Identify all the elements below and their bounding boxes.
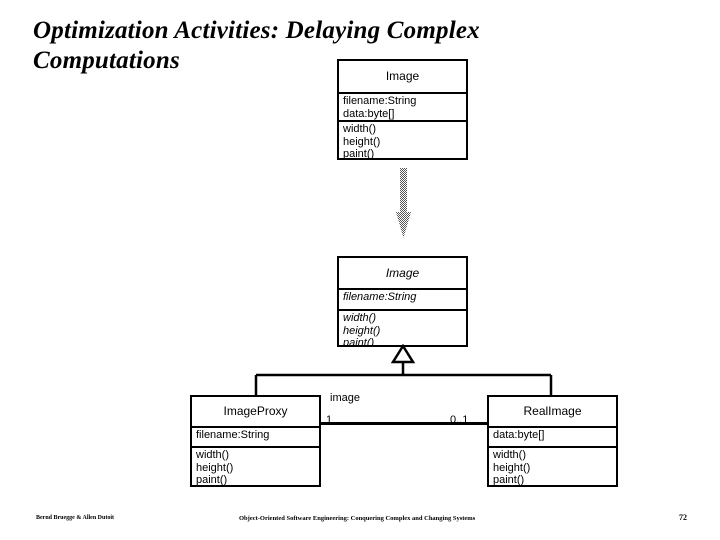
down-arrow-icon <box>396 168 411 238</box>
uml-operations-compartment: width() height() paint() <box>339 120 466 158</box>
association-role-name: image <box>330 392 360 404</box>
uml-class-name: RealImage <box>523 404 582 419</box>
uml-class-image-abstract[interactable]: Image filename:String width() height() p… <box>337 256 468 347</box>
association-multiplicity-source: 1 <box>326 414 333 426</box>
hollow-triangle-icon <box>254 344 553 396</box>
uml-operations-compartment: width() height() paint() <box>192 446 319 487</box>
uml-operation: paint() <box>493 474 525 486</box>
uml-operation: width() <box>196 449 230 461</box>
uml-operation: paint() <box>343 337 375 347</box>
footer-book-title: Object-Oriented Software Engineering: Co… <box>239 515 476 522</box>
uml-class-name: ImageProxy <box>223 404 288 419</box>
association-multiplicity-target: 0..1 <box>450 414 469 426</box>
uml-operation: height() <box>343 324 381 337</box>
uml-operations-compartment: width() height() paint() <box>489 446 616 487</box>
uml-class-name: Image <box>385 69 420 84</box>
uml-operation: width() <box>343 123 377 135</box>
footer-authors: Bernd Bruegge & Allen Dutoit <box>36 515 114 521</box>
uml-class-realimage[interactable]: RealImage data:byte[] width() height() p… <box>487 395 618 487</box>
uml-operation: height() <box>343 135 381 148</box>
uml-attribute: filename:String <box>343 291 417 303</box>
uml-attribute: data:byte[] <box>343 107 395 120</box>
uml-attributes-compartment: data:byte[] <box>489 426 616 446</box>
uml-operation: height() <box>493 461 531 474</box>
uml-class-name: Image <box>385 265 420 280</box>
uml-operation: paint() <box>196 474 228 486</box>
uml-attributes-compartment: filename:String data:byte[] <box>339 92 466 120</box>
uml-class-image-top[interactable]: Image filename:String data:byte[] width(… <box>337 59 468 160</box>
uml-operation: width() <box>343 312 377 324</box>
uml-attribute: filename:String <box>196 429 270 441</box>
uml-attribute: filename:String <box>343 95 417 107</box>
uml-class-imageproxy[interactable]: ImageProxy filename:String width() heigh… <box>190 395 321 487</box>
uml-operation: width() <box>493 449 527 461</box>
uml-attributes-compartment: filename:String <box>192 426 319 446</box>
page-title: Optimization Activities: Delaying Comple… <box>33 17 480 74</box>
footer-page-number: 72 <box>679 513 687 522</box>
uml-attributes-compartment: filename:String <box>339 288 466 309</box>
uml-operation: paint() <box>343 148 375 158</box>
uml-operation: height() <box>196 461 234 474</box>
uml-operations-compartment: width() height() paint() <box>339 309 466 347</box>
association-line <box>321 422 487 425</box>
uml-attribute: data:byte[] <box>493 429 545 441</box>
